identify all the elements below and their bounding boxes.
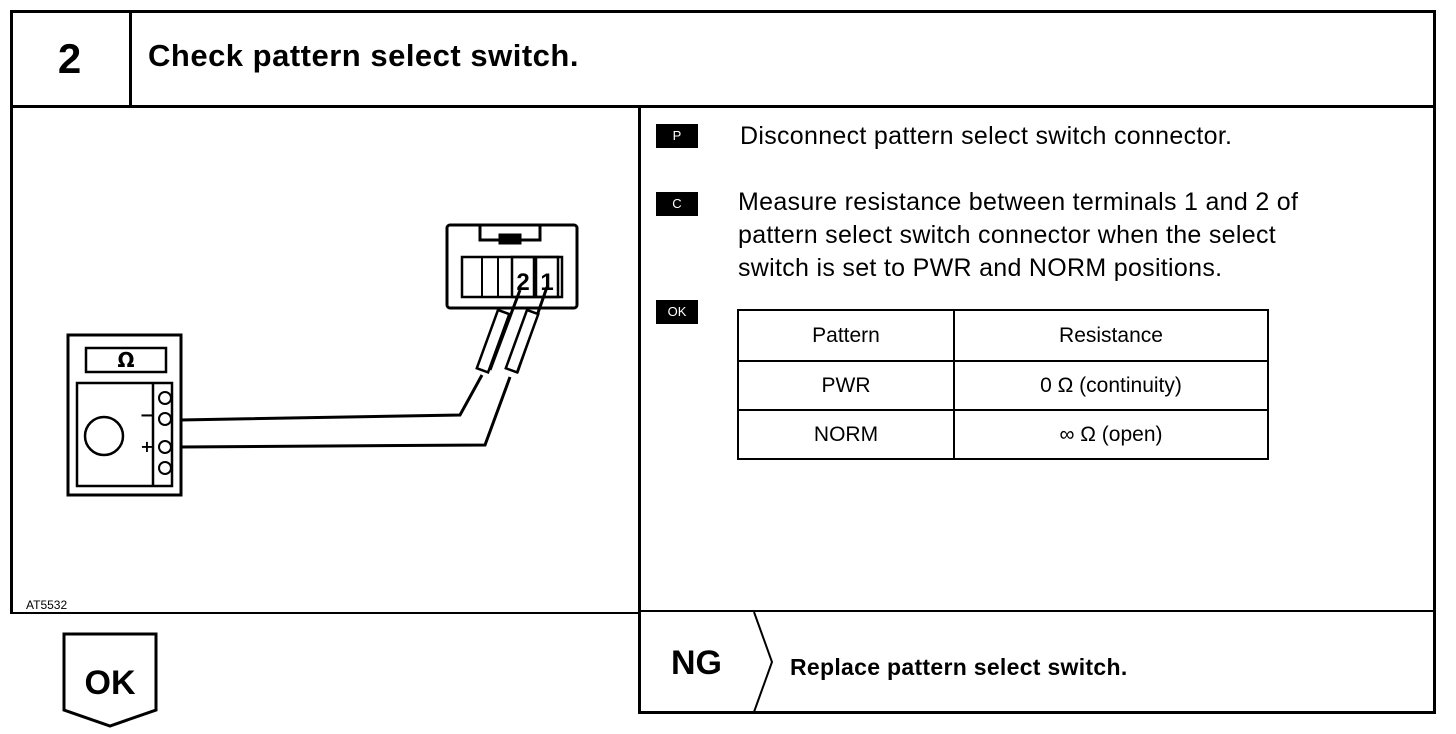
ohmmeter-connector-figure: Ω − + 2 1 bbox=[66, 223, 579, 497]
ng-chevron-icon bbox=[753, 612, 774, 712]
frame-left-border bbox=[10, 106, 13, 614]
ng-bottom-border bbox=[638, 711, 1436, 714]
probe-leads-icon bbox=[179, 286, 549, 449]
terminal-2-label: 2 bbox=[516, 269, 529, 296]
table-header-pattern: Pattern bbox=[737, 309, 955, 362]
figure-id: AT5532 bbox=[26, 598, 68, 612]
table-cell: NORM bbox=[737, 409, 955, 460]
resistance-table: Pattern Resistance PWR 0 Ω (continuity) … bbox=[737, 309, 1269, 460]
frame-right-border bbox=[1433, 106, 1436, 714]
table-row: PWR 0 Ω (continuity) bbox=[737, 360, 1269, 411]
instruction-measure-line-3: switch is set to PWR and NORM positions. bbox=[738, 254, 1223, 282]
table-cell: PWR bbox=[737, 360, 955, 411]
marker-ok-icon: OK bbox=[656, 300, 698, 324]
instruction-measure-line-1: Measure resistance between terminals 1 a… bbox=[738, 188, 1299, 216]
ng-action-text: Replace pattern select switch. bbox=[790, 654, 1128, 680]
table-header-resistance: Resistance bbox=[953, 309, 1269, 362]
step-header bbox=[10, 10, 1436, 108]
table-header-row: Pattern Resistance bbox=[737, 309, 1269, 362]
marker-c-icon: C bbox=[656, 192, 698, 216]
step-number: 2 bbox=[10, 10, 132, 108]
instruction-disconnect: Disconnect pattern select switch connect… bbox=[740, 122, 1233, 150]
connector-icon bbox=[445, 223, 579, 310]
ohm-symbol: Ω bbox=[117, 348, 134, 372]
step-title: Check pattern select switch. bbox=[148, 38, 579, 73]
ok-label: OK bbox=[85, 664, 136, 702]
marker-p-icon: P bbox=[656, 124, 698, 148]
table-cell: ∞ Ω (open) bbox=[953, 409, 1269, 460]
table-cell: 0 Ω (continuity) bbox=[953, 360, 1269, 411]
terminal-1-label: 1 bbox=[540, 269, 553, 296]
instruction-measure-line-2: pattern select switch connector when the… bbox=[738, 221, 1276, 249]
ok-arrow-badge: OK bbox=[62, 632, 158, 728]
instruction-measure: Measure resistance between terminals 1 a… bbox=[738, 186, 1298, 285]
ng-top-border bbox=[638, 610, 1436, 612]
minus-sign: − bbox=[139, 405, 154, 426]
ng-label: NG bbox=[671, 644, 722, 682]
figure-bottom-border bbox=[10, 612, 641, 614]
ohmmeter-icon bbox=[66, 333, 183, 497]
plus-sign: + bbox=[140, 437, 153, 456]
frame-divider bbox=[638, 106, 641, 714]
table-row: NORM ∞ Ω (open) bbox=[737, 409, 1269, 460]
